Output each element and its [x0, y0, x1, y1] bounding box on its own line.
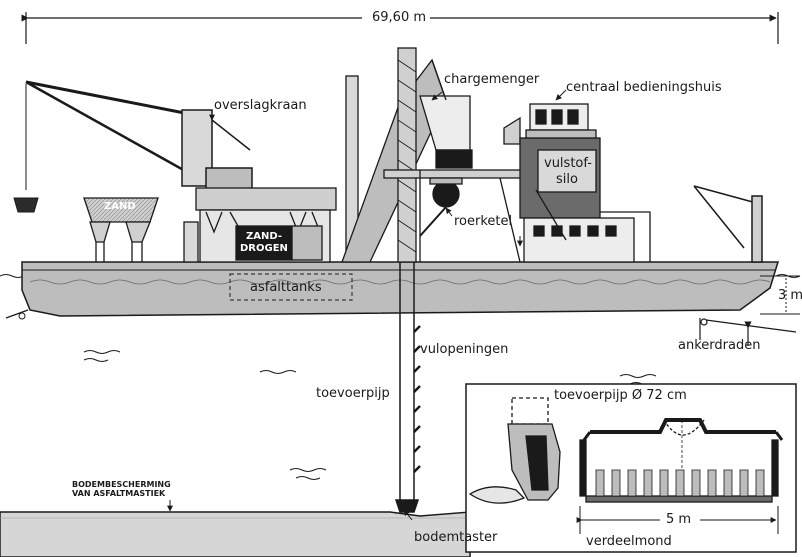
bodemtaster-label: bodemtaster — [414, 530, 498, 545]
zanddrogen-label-line1: ZAND- — [246, 231, 282, 242]
toevoerpijp-label: toevoerpijp — [316, 386, 390, 401]
stern-crane — [693, 185, 763, 263]
inset-verdeelmond-detail — [465, 383, 797, 553]
zanddrogen-label-line2: DROGEN — [240, 243, 288, 254]
toevoerpijp-tower — [397, 47, 417, 263]
chargemenger-label: chargemenger — [444, 72, 540, 87]
vulstofsilo-label-line1: vulstof- — [544, 156, 592, 171]
draft-label: 3 m — [778, 288, 802, 303]
anchor-wire — [699, 318, 797, 346]
asfalttanks-label: asfalttanks — [250, 280, 322, 295]
bedieningshuis-label: centraal bedieningshuis — [566, 80, 722, 95]
overslagkraan-label: overslagkraan — [214, 98, 307, 113]
ankerdraden-label: ankerdraden — [678, 338, 761, 353]
vulopeningen-label: vulopeningen — [420, 342, 509, 357]
zand-bunker — [83, 197, 159, 262]
vulstofsilo — [503, 116, 601, 219]
bodembescherming-label-line1: BODEMBESCHERMING — [72, 480, 171, 489]
ship-hull — [5, 261, 780, 320]
feed-pipe-underwater — [394, 262, 421, 513]
inset-width-label: 5 m — [666, 512, 692, 527]
verdeelmond-label: verdeelmond — [586, 534, 672, 549]
zand-label: ZAND — [104, 201, 136, 212]
roerketel-unit — [383, 169, 525, 263]
draft-dimension — [760, 275, 800, 315]
length-dimension-line — [21, 12, 779, 44]
overall-length-label: 69,60 m — [372, 10, 427, 25]
inset-toevoerpijp-label: toevoerpijp Ø 72 cm — [554, 388, 687, 403]
overslagkraan-crane — [13, 80, 253, 213]
roerketel-label: roerketel — [454, 214, 513, 229]
centraal-bedieningshuis — [523, 103, 651, 263]
vulstofsilo-label-line2: silo — [556, 172, 578, 187]
asfalttanks-outline — [229, 273, 353, 301]
chargemenger-structure — [341, 58, 473, 263]
bodembescherming-label-line2: VAN ASFALTMASTIEK — [72, 489, 166, 498]
zanddrogen-plant — [183, 187, 337, 263]
leader-lines — [209, 89, 567, 521]
